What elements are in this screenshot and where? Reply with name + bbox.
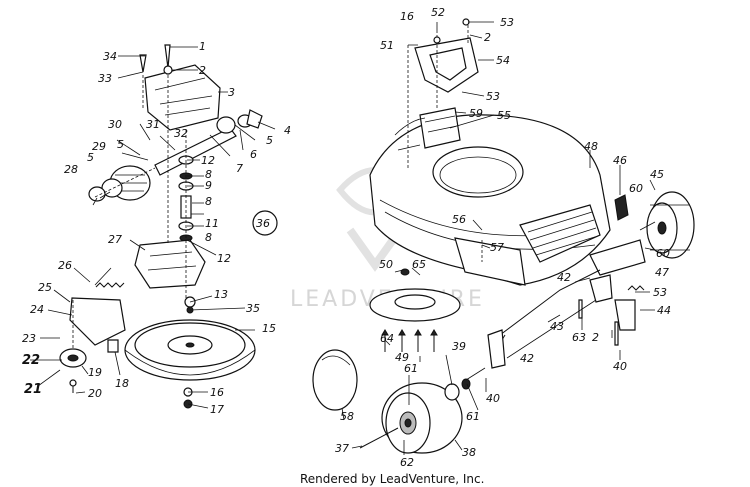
- callout-2: 2: [199, 64, 206, 77]
- callout-r45: 45: [650, 168, 664, 181]
- callout-labels: 1 2 3 4 5 5 5 6 7 8 8 8 9 11 12 12 13 15…: [22, 6, 671, 469]
- callout-21: 21: [24, 382, 42, 397]
- engine-mount: [419, 107, 461, 149]
- callout-r62: 62: [400, 456, 414, 469]
- callout-26: 26: [58, 259, 72, 272]
- callout-22: 22: [22, 353, 40, 368]
- callout-r48: 48: [584, 140, 598, 153]
- callout-r65: 65: [412, 258, 426, 271]
- callout-r52: 52: [431, 6, 445, 19]
- callout-23: 23: [22, 332, 36, 345]
- callout-r40-left: 40: [486, 392, 500, 405]
- callout-r47: 47: [655, 266, 669, 279]
- callout-35: 35: [246, 302, 260, 315]
- callout-16: 16: [210, 386, 224, 399]
- discharge-vents: [519, 204, 601, 263]
- callout-27: 27: [108, 233, 122, 246]
- callout-25: 25: [38, 281, 52, 294]
- credit-text: Rendered by LeadVenture, Inc.: [300, 472, 484, 486]
- callout-9: 9: [205, 179, 212, 192]
- callout-7: 7: [236, 162, 243, 175]
- hubcap: [312, 349, 358, 411]
- callout-r61-right: 61: [466, 410, 480, 423]
- callout-11: 11: [205, 217, 219, 230]
- pinion: [246, 109, 263, 129]
- callout-r43: 43: [550, 320, 564, 333]
- callout-12-top: 12: [201, 154, 215, 167]
- callout-30: 30: [108, 118, 122, 131]
- callout-24: 24: [30, 303, 44, 316]
- callout-12-bottom: 12: [217, 252, 231, 265]
- callout-5-left: 5: [117, 138, 124, 151]
- callout-r61-top: 61: [404, 362, 418, 375]
- callout-31: 31: [146, 118, 160, 131]
- deck-opening: [432, 146, 524, 198]
- callout-r56: 56: [452, 213, 466, 226]
- callout-r59: 59: [469, 107, 483, 120]
- callout-29: 29: [92, 140, 106, 153]
- callout-r42-left: 42: [520, 352, 534, 365]
- callout-13: 13: [214, 288, 228, 301]
- bearing-right: [216, 116, 236, 134]
- callout-r58: 58: [340, 410, 354, 423]
- callout-8-a: 8: [205, 168, 212, 181]
- callout-15: 15: [262, 322, 276, 335]
- callout-r49: 49: [395, 351, 409, 364]
- callout-28: 28: [64, 163, 78, 176]
- gearbox-assembly: [59, 44, 263, 409]
- callout-r44: 44: [657, 304, 671, 317]
- callout-5-right: 5: [266, 134, 273, 147]
- callout-34: 34: [103, 50, 117, 63]
- idler-arm: [69, 297, 126, 346]
- callout-r55: 55: [497, 109, 511, 122]
- gear-case: [144, 64, 221, 131]
- callout-r2-bottom: 2: [592, 331, 599, 344]
- callout-33: 33: [98, 72, 112, 85]
- callout-r2-top: 2: [484, 31, 491, 44]
- callout-r51: 51: [380, 39, 394, 52]
- callout-r54: 54: [496, 54, 510, 67]
- callout-17: 17: [210, 403, 224, 416]
- callout-r63: 63: [572, 331, 586, 344]
- diagram-number: 36: [256, 217, 270, 230]
- callout-1: 1: [199, 40, 206, 53]
- height-adjuster: [614, 194, 629, 221]
- callout-r53-mid: 53: [486, 90, 500, 103]
- callout-r50: 50: [379, 258, 393, 271]
- callout-5-lower: 5: [87, 151, 94, 164]
- callout-r57: 57: [490, 241, 504, 254]
- callout-8-c: 8: [205, 231, 212, 244]
- callout-18: 18: [115, 377, 129, 390]
- spring: [95, 282, 125, 288]
- callout-r37: 37: [335, 442, 349, 455]
- callout-3: 3: [228, 86, 235, 99]
- mount-bracket: [134, 239, 206, 289]
- callout-r42-right: 42: [557, 271, 571, 284]
- callout-r39: 39: [452, 340, 466, 353]
- callout-r53-bottom: 53: [653, 286, 667, 299]
- callout-r46: 46: [613, 154, 627, 167]
- callout-r38: 38: [462, 446, 476, 459]
- leader-lines-right: [341, 21, 656, 455]
- bearing-left: [88, 186, 106, 202]
- callout-r64: 64: [380, 332, 394, 345]
- callout-r16: 16: [400, 10, 414, 23]
- mower-deck-assembly: [312, 18, 695, 454]
- callout-32: 32: [174, 127, 188, 140]
- callout-4: 4: [284, 124, 291, 137]
- callout-r60-bottom: 60: [656, 247, 670, 260]
- diagram-number-badge: [252, 210, 278, 236]
- drive-shaft: [154, 127, 237, 176]
- leader-lines-left: [30, 46, 276, 409]
- callout-r60-top: 60: [629, 182, 643, 195]
- callout-19: 19: [88, 366, 102, 379]
- callout-r53-top: 53: [500, 16, 514, 29]
- callout-6: 6: [250, 148, 257, 161]
- callout-20: 20: [88, 387, 102, 400]
- callout-8-b: 8: [205, 195, 212, 208]
- callout-r40-right: 40: [613, 360, 627, 373]
